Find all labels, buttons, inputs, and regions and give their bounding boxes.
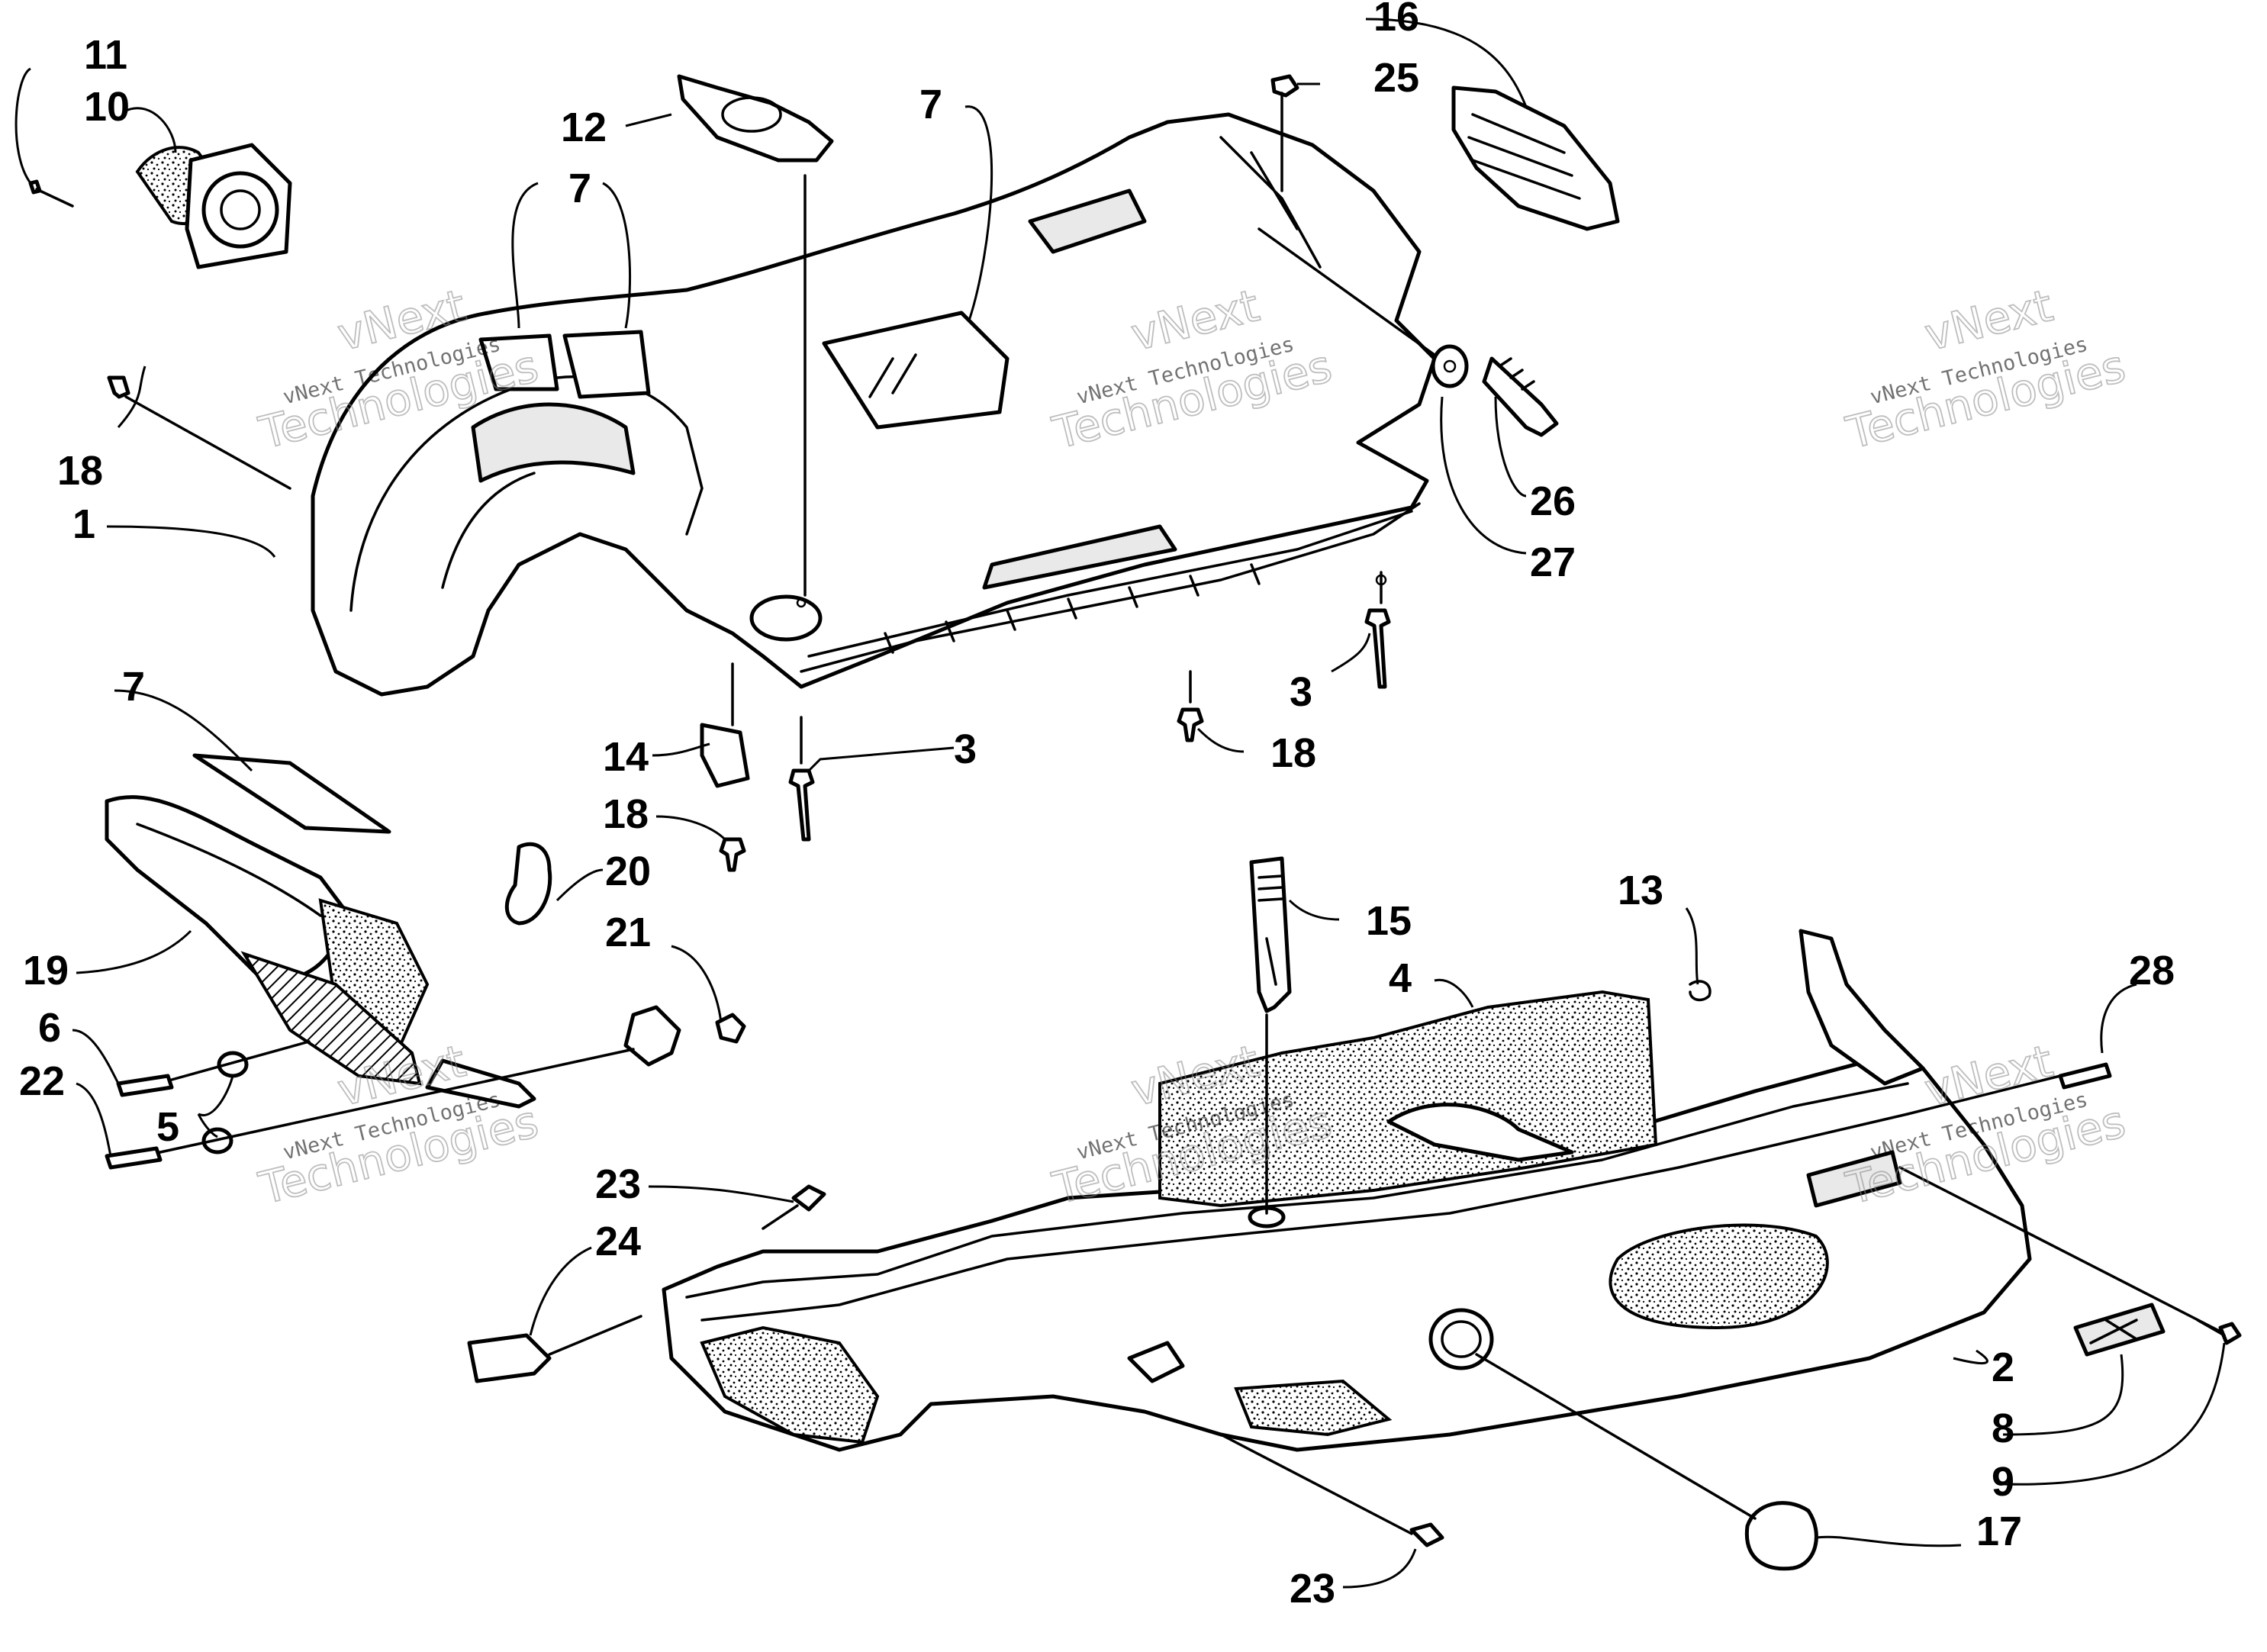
callout-26: 26 <box>1530 478 1576 524</box>
callout-11: 11 <box>84 32 127 78</box>
belly-pan-upper <box>311 112 1437 697</box>
callout-4: 4 <box>1389 955 1412 1001</box>
callout-23-a: 23 <box>595 1161 641 1207</box>
hardware-center <box>107 174 1391 872</box>
callouts: 11 10 12 7 7 18 1 16 25 26 27 3 18 3 14 … <box>14 0 2226 1612</box>
callout-27: 27 <box>1530 539 1576 585</box>
hardware-left <box>105 842 746 1170</box>
callout-21: 21 <box>605 910 651 955</box>
callout-18-b: 18 <box>603 791 649 837</box>
duct-nozzle <box>28 143 292 269</box>
callout-7-c: 7 <box>122 664 145 710</box>
callout-7-b: 7 <box>919 82 942 127</box>
callout-17: 17 <box>1976 1509 2022 1554</box>
front-bumper-19 <box>105 795 536 1109</box>
hardware-lower <box>467 856 2242 1571</box>
callout-12: 12 <box>561 105 607 150</box>
callout-22: 22 <box>19 1058 65 1104</box>
callout-20: 20 <box>605 849 651 894</box>
callout-25: 25 <box>1373 55 1419 101</box>
callout-13: 13 <box>1618 868 1663 913</box>
callout-28: 28 <box>2129 948 2175 993</box>
callout-9: 9 <box>1992 1459 2014 1505</box>
callout-3-b: 3 <box>1290 669 1312 715</box>
pad-7-left <box>192 753 391 834</box>
watermark-3: vNext vNext Technologies Technologies <box>1840 279 2131 459</box>
callout-8: 8 <box>1992 1406 2014 1451</box>
callout-7-a: 7 <box>568 166 591 211</box>
callout-14: 14 <box>603 734 649 780</box>
callout-18-a: 18 <box>57 448 103 494</box>
callout-15: 15 <box>1366 898 1412 944</box>
grommet-12 <box>677 74 834 163</box>
callout-19: 19 <box>23 948 69 993</box>
callout-24: 24 <box>595 1219 641 1264</box>
callout-5: 5 <box>156 1104 179 1150</box>
vent-16 <box>1451 85 1620 231</box>
callout-1: 1 <box>72 501 95 547</box>
callout-23-b: 23 <box>1290 1566 1335 1612</box>
callout-2: 2 <box>1992 1344 2014 1390</box>
callout-3-a: 3 <box>954 726 977 772</box>
belly-pan-lower <box>662 929 2032 1452</box>
hardware-upper-right <box>1257 74 1559 437</box>
callout-6: 6 <box>38 1005 61 1051</box>
callout-16: 16 <box>1373 0 1419 40</box>
callout-18-c: 18 <box>1270 730 1316 776</box>
callout-10: 10 <box>84 84 130 130</box>
